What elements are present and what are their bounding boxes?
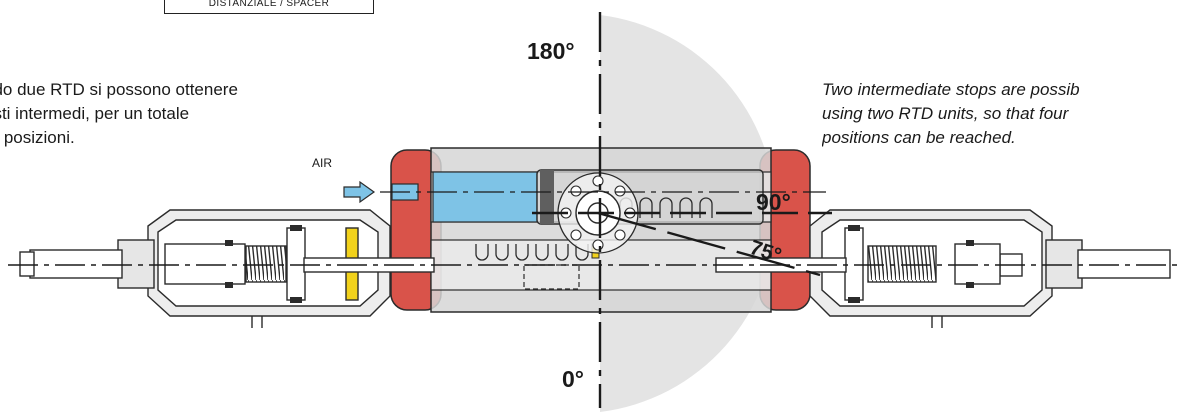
english-note-line-2: using two RTD units, so that four bbox=[822, 104, 1069, 123]
lower-rack bbox=[475, 244, 589, 261]
air-chamber bbox=[432, 171, 538, 223]
seventy-five-degree-line bbox=[597, 211, 821, 277]
english-note-line-3: positions can be reached. bbox=[822, 128, 1016, 147]
italian-note-line-3: ro posizioni. bbox=[0, 128, 75, 147]
english-note-line-1: Two intermediate stops are possib bbox=[822, 80, 1080, 99]
angle-90-label: 90° bbox=[756, 189, 791, 215]
piston-head bbox=[540, 170, 554, 224]
air-arrow bbox=[343, 180, 376, 204]
spacer-label-box: DISTANZIALE / SPACER bbox=[164, 0, 374, 14]
angle-0-label: 0° bbox=[562, 366, 584, 392]
italian-note: ndo due RTD si possono ottenere esti int… bbox=[0, 78, 324, 150]
air-label: AIR bbox=[312, 156, 333, 170]
italian-note-line-2: esti intermedi, per un totale bbox=[0, 104, 190, 123]
italian-note-line-1: ndo due RTD si possono ottenere bbox=[0, 80, 238, 99]
angle-180-label: 180° bbox=[527, 38, 575, 64]
left-rtd-module bbox=[19, 209, 435, 328]
english-note: Two intermediate stops are possib using … bbox=[822, 78, 1191, 150]
